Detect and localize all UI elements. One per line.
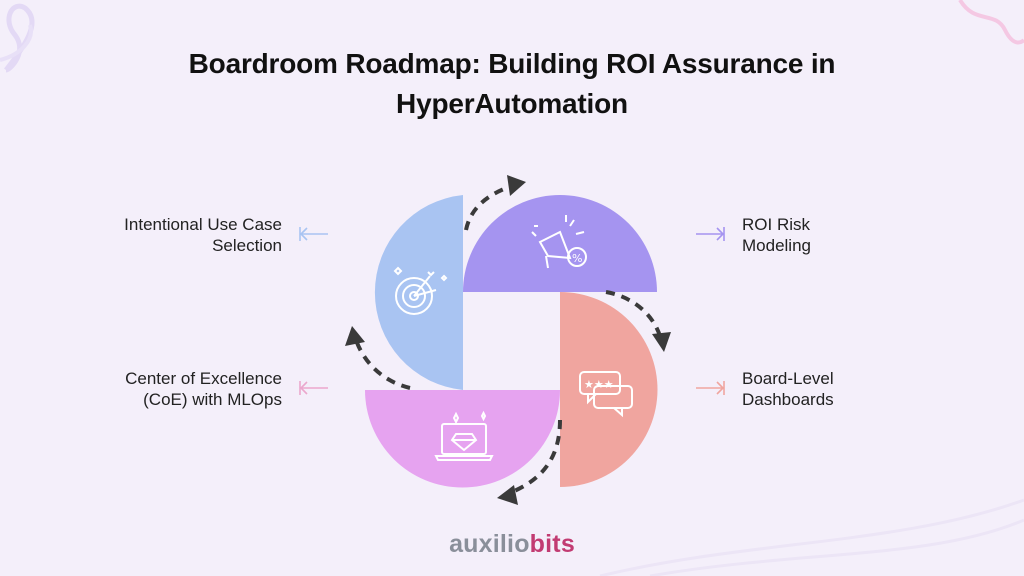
segment-roi-risk-modeling	[463, 195, 657, 292]
connector-use-case	[299, 227, 328, 241]
segment-use-case-selection	[374, 195, 463, 390]
label-use-case-selection: Intentional Use Case Selection	[82, 214, 282, 256]
megaphone-percent-icon: %	[531, 215, 587, 269]
svg-text:★★★: ★★★	[584, 378, 614, 391]
arrowhead-1	[507, 175, 526, 196]
arrow-2-to-3	[605, 290, 662, 337]
page-title: Boardroom Roadmap: Building ROI Assuranc…	[112, 44, 912, 124]
label-coe-line-2: (CoE) with MLOps	[143, 390, 282, 409]
arrow-4-to-1	[354, 339, 411, 390]
logo-part-1: auxilio	[449, 530, 530, 558]
connector-board	[696, 381, 725, 395]
rating-chat-icon: ★★★	[579, 371, 633, 418]
segment-coe-mlops	[365, 390, 560, 488]
arrow-1-to-2	[464, 184, 513, 231]
brand-logo: auxiliobits	[412, 530, 612, 559]
label-board-dashboards: Board-Level Dashboards	[742, 368, 942, 410]
label-roi-line-2: Modeling	[742, 236, 811, 255]
label-roi-risk-modeling: ROI Risk Modeling	[742, 214, 942, 256]
laptop-diamond-icon	[434, 410, 494, 461]
arrowhead-4	[345, 326, 365, 346]
connector-coe	[299, 381, 328, 395]
center-square	[463, 292, 560, 390]
title-line-2: HyperAutomation	[396, 88, 628, 119]
label-coe-line-1: Center of Excellence	[125, 369, 282, 388]
arrowhead-2	[652, 332, 671, 352]
arrowhead-3	[497, 485, 518, 505]
svg-text:%: %	[572, 252, 582, 265]
segment-board-dashboards	[560, 292, 658, 487]
label-use-case-line-2: Selection	[212, 236, 282, 255]
connector-roi-risk	[696, 227, 725, 241]
label-board-line-2: Dashboards	[742, 390, 834, 409]
target-arrows-icon	[393, 266, 448, 315]
logo-part-2: bits	[529, 530, 575, 558]
label-board-line-1: Board-Level	[742, 369, 834, 388]
label-roi-line-1: ROI Risk	[742, 215, 810, 234]
label-coe-mlops: Center of Excellence (CoE) with MLOps	[82, 368, 282, 410]
arrow-3-to-4	[511, 419, 562, 494]
title-line-1: Boardroom Roadmap: Building ROI Assuranc…	[188, 48, 836, 79]
label-use-case-line-1: Intentional Use Case	[124, 215, 282, 234]
